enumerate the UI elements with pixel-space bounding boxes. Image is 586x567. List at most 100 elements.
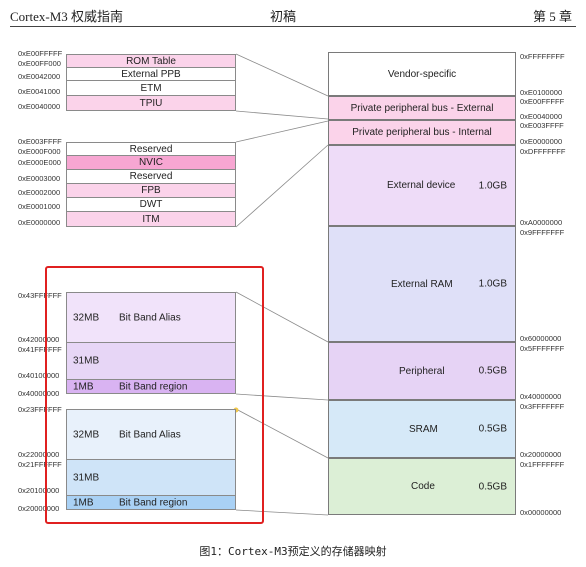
address-label: 0xE003FFFF xyxy=(520,121,564,130)
connector-line xyxy=(235,408,329,459)
connector-line xyxy=(235,53,329,97)
row-label: FPB xyxy=(141,185,161,196)
header-chapter: 第 5 章 xyxy=(532,9,572,24)
address-label: 0xE0100000 xyxy=(520,88,563,97)
block-size: 32MB xyxy=(73,312,100,323)
region-label: Private peripheral bus - Internal xyxy=(352,127,492,138)
address-label: 0x20000000 xyxy=(18,504,60,513)
connector-line xyxy=(235,110,329,120)
address-label: 0x1FFFFFFF xyxy=(520,460,565,469)
block-size: 1MB xyxy=(73,497,94,508)
address-label: 0x41FFFFFF xyxy=(18,345,62,354)
peripheral-bitband-region: 1MB Bit Band region xyxy=(66,379,236,394)
block-size: 31MB xyxy=(73,355,100,367)
connector-line xyxy=(235,120,329,143)
block-label: Bit Band region xyxy=(119,497,188,508)
address-label: 0x9FFFFFFF xyxy=(520,228,565,237)
region-size: 0.5GB xyxy=(478,365,507,377)
region-ppb-external: Private peripheral bus - External xyxy=(328,96,516,120)
region-label: Private peripheral bus - External xyxy=(350,102,494,114)
region-vendor-specific: Vendor-specific xyxy=(328,52,516,96)
region-label: External device xyxy=(387,180,456,191)
row-label: Reserved xyxy=(129,171,173,182)
address-label: 0x40000000 xyxy=(18,389,60,398)
connector-line xyxy=(235,144,329,228)
address-label: 0xE0000000 xyxy=(18,218,61,227)
address-label: 0x40100000 xyxy=(18,371,60,380)
address-label: 0x00000000 xyxy=(520,508,562,517)
region-size: 1.0GB xyxy=(478,278,507,290)
region-size: 0.5GB xyxy=(478,423,507,435)
region-code: Code 0.5GB xyxy=(328,458,516,515)
address-label: 0x43FFFFFF xyxy=(18,291,62,300)
row-label: ROM Table xyxy=(126,55,176,67)
address-label: 0x60000000 xyxy=(520,334,562,343)
ppb-internal-row: DWT xyxy=(66,197,236,212)
ppb-external-row: ROM Table xyxy=(66,54,236,68)
address-label: 0x21FFFFFF xyxy=(18,460,62,469)
region-external-ram: External RAM 1.0GB xyxy=(328,226,516,342)
ppb-internal-row: Reserved xyxy=(66,142,236,156)
address-label: 0xE0003000 xyxy=(18,174,61,183)
region-sram: SRAM 0.5GB xyxy=(328,400,516,458)
address-label: 0x20100000 xyxy=(18,486,60,495)
block-size: 31MB xyxy=(73,472,100,483)
address-label: 0x22000000 xyxy=(18,450,60,459)
ppb-internal-row: ITM xyxy=(66,211,236,227)
connector-line xyxy=(235,291,329,343)
peripheral-bitband-gap: 31MB xyxy=(66,342,236,380)
address-label: 0x40000000 xyxy=(520,392,562,401)
address-label: 0xFFFFFFFF xyxy=(520,52,565,61)
address-label: 0xE00FFFFF xyxy=(520,97,565,106)
ppb-external-row: TPIU xyxy=(66,95,236,111)
connector-line xyxy=(235,509,329,516)
address-label: 0xE00FFFFF xyxy=(18,49,63,58)
address-label: 0xA0000000 xyxy=(520,218,563,227)
region-label: Peripheral xyxy=(399,365,445,377)
block-label: Bit Band region xyxy=(119,381,188,392)
ppb-internal-row: FPB xyxy=(66,183,236,198)
address-label: 0x3FFFFFFF xyxy=(520,402,565,411)
region-size: 0.5GB xyxy=(478,481,507,492)
address-label: 0xE00FF000 xyxy=(18,59,61,68)
address-label: 0xE0040000 xyxy=(18,102,61,111)
region-ppb-internal: Private peripheral bus - Internal xyxy=(328,120,516,145)
block-size: 32MB xyxy=(73,429,100,440)
address-label: 0xE0001000 xyxy=(18,202,61,211)
address-label: 0xE003FFFF xyxy=(18,137,62,146)
region-peripheral: Peripheral 0.5GB xyxy=(328,342,516,400)
ppb-external-row: ETM xyxy=(66,80,236,96)
connector-line xyxy=(235,393,329,401)
peripheral-bitband-alias: 32MB Bit Band Alias xyxy=(66,292,236,343)
address-label: 0xE0042000 xyxy=(18,72,61,81)
address-label: 0xE000F000 xyxy=(18,147,61,156)
address-label: 0xE0041000 xyxy=(18,87,61,96)
row-label: NVIC xyxy=(139,157,163,168)
region-size: 1.0GB xyxy=(478,180,507,191)
ppb-internal-row: Reserved xyxy=(66,169,236,184)
region-label: Code xyxy=(411,481,435,492)
row-label: TPIU xyxy=(139,97,163,109)
block-label: Bit Band Alias xyxy=(119,429,181,440)
region-external-device: External device 1.0GB xyxy=(328,145,516,226)
figure-caption: 图1：Cortex-M3预定义的存储器映射 xyxy=(199,545,387,558)
block-size: 1MB xyxy=(73,381,94,392)
sram-bitband-region: 1MB Bit Band region xyxy=(66,495,236,510)
address-label: 0xE0002000 xyxy=(18,188,61,197)
row-label: External PPB xyxy=(121,68,181,80)
row-label: ITM xyxy=(142,213,160,225)
row-label: DWT xyxy=(139,199,163,210)
region-label: Vendor-specific xyxy=(387,68,457,80)
address-label: 0xE0000000 xyxy=(520,137,563,146)
sram-bitband-alias: 32MB Bit Band Alias xyxy=(66,409,236,460)
header-left-title: Cortex-M3 权威指南 xyxy=(10,9,124,24)
row-label: ETM xyxy=(140,82,162,94)
row-label: Reserved xyxy=(129,143,173,155)
address-label: 0x20000000 xyxy=(520,450,562,459)
header-center-title: 初稿 xyxy=(270,9,297,24)
address-label: 0x23FFFFFF xyxy=(18,405,62,414)
region-label: SRAM xyxy=(409,423,438,435)
region-label: External RAM xyxy=(391,278,453,290)
ppb-internal-row: NVIC xyxy=(66,155,236,170)
